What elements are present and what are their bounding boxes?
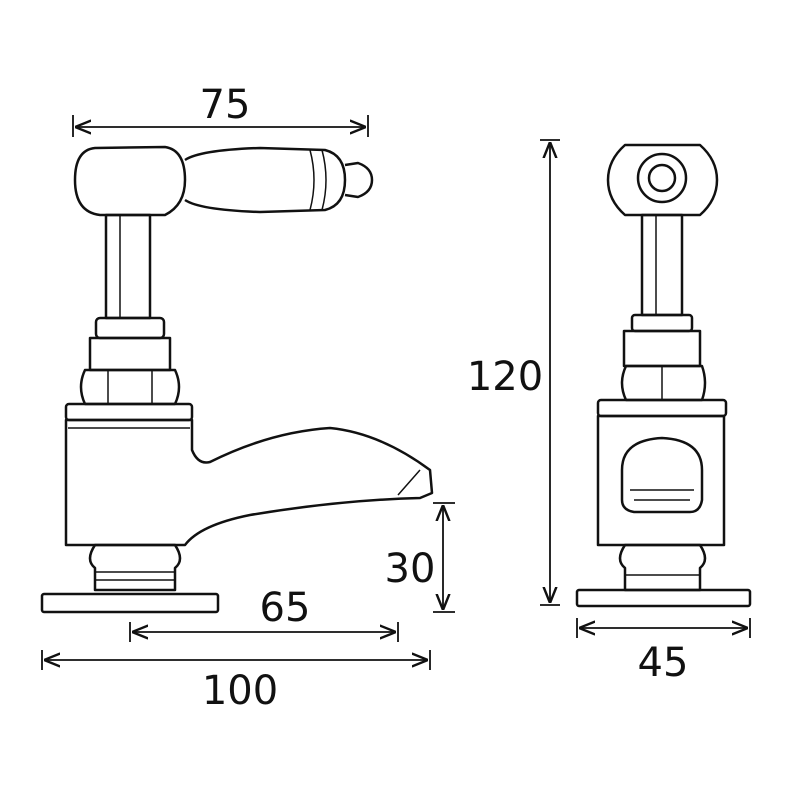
dimension-45: 45	[576, 618, 751, 686]
stem	[104, 213, 152, 320]
tap-front-view	[575, 143, 752, 608]
dimension-120: 120	[467, 139, 560, 606]
dimension-100: 100	[41, 650, 431, 714]
headwork	[88, 336, 172, 372]
dimension-label-120: 120	[467, 354, 543, 400]
front-handle-knob	[606, 143, 719, 217]
spout-outlet	[620, 436, 704, 514]
dimension-label-100: 100	[202, 668, 278, 714]
dimension-label-75: 75	[200, 82, 251, 128]
tap-side-view	[40, 145, 434, 614]
indicator-ring	[636, 152, 688, 204]
front-body	[596, 414, 726, 547]
front-stem	[640, 213, 684, 317]
handle-knob	[73, 145, 187, 217]
base-plate	[40, 592, 220, 614]
cap-collar	[64, 402, 194, 422]
front-headwork	[622, 329, 702, 368]
dimension-30: 30	[385, 502, 455, 613]
indicator-cap	[647, 163, 677, 193]
hex-nut	[79, 368, 181, 406]
front-top-nut	[630, 313, 694, 333]
dimension-65: 65	[129, 585, 399, 642]
dimension-label-30: 30	[385, 546, 436, 592]
front-hex-nut	[620, 364, 707, 402]
front-base-plate	[575, 588, 752, 608]
tap-body-spout	[64, 418, 434, 547]
dimension-label-65: 65	[260, 585, 311, 631]
front-base-flange	[618, 543, 707, 592]
front-cap-collar	[596, 398, 728, 418]
base-flange	[88, 543, 182, 592]
lever-handle	[184, 146, 347, 214]
dimension-75: 75	[72, 82, 369, 137]
lever-tip	[344, 161, 374, 199]
dimension-label-45: 45	[638, 640, 689, 686]
top-nut	[94, 316, 166, 340]
